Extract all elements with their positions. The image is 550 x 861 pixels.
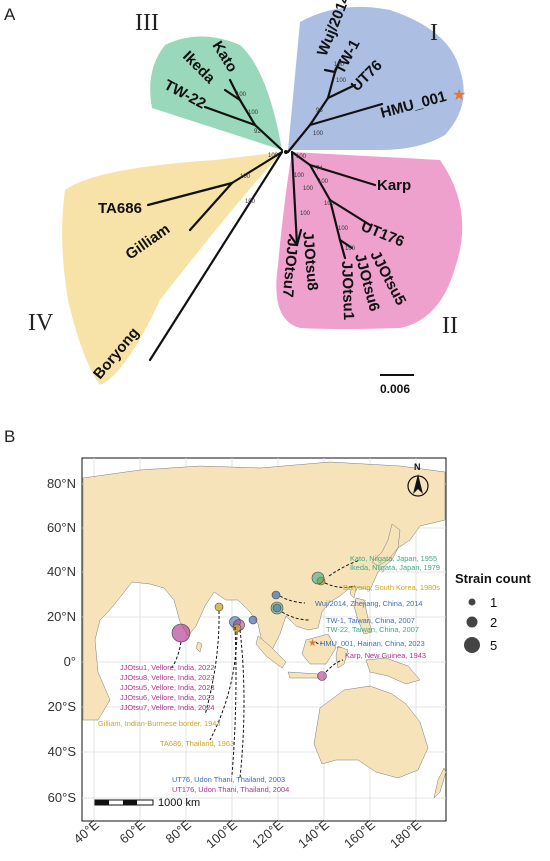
annotation-karp: Karp, New Guinea, 1943 bbox=[345, 651, 426, 660]
annotation-tw1: TW-1, Taiwan, China, 2007 bbox=[326, 616, 415, 625]
annotation-ut76: UT76, Udon Thani, Thailand, 2003 bbox=[172, 775, 285, 784]
map-annotations: Kato, Niigata, Japan, 1955 Ikeda, Niigat… bbox=[98, 554, 440, 794]
clade-iv-background bbox=[62, 152, 282, 385]
svg-text:100: 100 bbox=[334, 62, 345, 68]
annotation-kato: Kato, Niigata, Japan, 1955 bbox=[350, 554, 437, 563]
clade-i-background bbox=[288, 6, 464, 150]
panel-b-letter: B bbox=[4, 427, 15, 446]
svg-text:80°N: 80°N bbox=[47, 476, 76, 491]
annotation-hmu001: HMU_001, Hainan, China, 2023 bbox=[320, 639, 425, 648]
north-arrow: N bbox=[407, 462, 429, 497]
point-hmu001-star-icon: ★ bbox=[308, 638, 317, 649]
leaf-jjotsu8: JJOtsu8 bbox=[299, 231, 321, 291]
svg-text:40°S: 40°S bbox=[48, 744, 77, 759]
legend-title: Strain count bbox=[455, 571, 532, 586]
clade-iii-background bbox=[150, 36, 282, 150]
svg-text:100: 100 bbox=[245, 199, 256, 205]
svg-text:180°E: 180°E bbox=[387, 817, 424, 852]
clade-ii-label: II bbox=[442, 313, 458, 339]
legend-label-5: 5 bbox=[490, 638, 497, 653]
svg-text:100°E: 100°E bbox=[203, 817, 240, 852]
svg-text:40°N: 40°N bbox=[47, 564, 76, 579]
clade-iv-label: IV bbox=[28, 310, 54, 336]
leaf-jjotsu1: JJOtsu1 bbox=[338, 261, 357, 321]
annotation-jjotsu1: JJOtsu1, Vellore, India, 2022 bbox=[120, 663, 215, 672]
panel-a: A I III IV II bbox=[4, 0, 466, 396]
legend-label-2: 2 bbox=[490, 615, 497, 630]
svg-text:100: 100 bbox=[240, 174, 251, 180]
leaf-karp: Karp bbox=[377, 177, 411, 194]
bootstrap-values: 100 100 98 100 100 100 92 100 100 100 10… bbox=[236, 62, 356, 252]
svg-text:140°E: 140°E bbox=[295, 817, 332, 852]
svg-text:20°N: 20°N bbox=[47, 609, 76, 624]
svg-text:100: 100 bbox=[313, 131, 324, 137]
legend-label-1: 1 bbox=[490, 595, 497, 610]
map-scale-bar: 1000 km bbox=[94, 797, 200, 809]
leaf-ta686: TA686 bbox=[98, 200, 142, 217]
map-scale-label: 1000 km bbox=[158, 797, 200, 809]
annotation-ikeda: Ikeda, Niigata, Japan, 1979 bbox=[350, 563, 440, 572]
svg-text:100: 100 bbox=[294, 173, 305, 179]
svg-text:92: 92 bbox=[254, 129, 261, 135]
hmu001-star-icon: ★ bbox=[452, 87, 466, 104]
svg-text:100: 100 bbox=[268, 153, 279, 159]
svg-text:74: 74 bbox=[316, 166, 323, 172]
annotation-jjotsu5: JJOtsu5, Vellore, India, 2023 bbox=[120, 683, 215, 692]
svg-text:100: 100 bbox=[324, 201, 335, 207]
legend-marker-1 bbox=[468, 598, 476, 606]
annotation-wuj2014: Wuj/2014, Zhejiang, China, 2014 bbox=[315, 599, 423, 608]
panel-b: B bbox=[4, 427, 532, 851]
clade-i-label: I bbox=[430, 20, 438, 46]
annotation-jjotsu7: JJOtsu7, Vellore, India, 2024 bbox=[120, 703, 215, 712]
point-gilliam bbox=[214, 602, 224, 612]
leaf-jjotsu7: JJOtsu7 bbox=[279, 238, 301, 298]
point-niigata bbox=[311, 571, 325, 585]
latitude-labels: 80°N 60°N 40°N 20°N 0° 20°S 40°S 60°S bbox=[47, 476, 76, 805]
svg-text:120°E: 120°E bbox=[249, 817, 286, 852]
svg-text:100: 100 bbox=[248, 110, 259, 116]
svg-text:100: 100 bbox=[303, 186, 314, 192]
annotation-jjotsu6: JJOtsu6, Vellore, India, 2023 bbox=[120, 693, 215, 702]
tree-scale-label: 0.006 bbox=[380, 382, 410, 396]
annotation-boryong: Boryong, South Korea, 1980s bbox=[343, 583, 440, 592]
svg-text:60°S: 60°S bbox=[48, 790, 77, 805]
annotation-ta686: TA686, Thailand, 1963 bbox=[160, 739, 234, 748]
svg-text:98: 98 bbox=[316, 108, 323, 114]
legend-marker-2 bbox=[466, 616, 478, 628]
strain-points: ★ bbox=[171, 571, 327, 681]
tree-branches bbox=[146, 58, 384, 362]
svg-text:100: 100 bbox=[345, 246, 356, 252]
legend-marker-5 bbox=[464, 637, 480, 653]
longitude-labels: 40°E 60°E 80°E 100°E 120°E 140°E 160°E 1… bbox=[71, 817, 425, 852]
svg-text:100: 100 bbox=[236, 92, 247, 98]
tree-root bbox=[284, 150, 288, 154]
svg-text:100: 100 bbox=[300, 211, 311, 217]
svg-text:100: 100 bbox=[338, 226, 349, 232]
annotation-gilliam: Gilliam, Indian-Burmese border, 1943 bbox=[98, 719, 220, 728]
clade-ii-background bbox=[276, 152, 463, 329]
point-hainan-area bbox=[248, 615, 258, 625]
leader-lines bbox=[169, 559, 361, 779]
point-zhejiang bbox=[271, 590, 281, 600]
annotation-ut176: UT176, Udon Thani, Thailand, 2004 bbox=[172, 785, 289, 794]
svg-text:0°: 0° bbox=[64, 654, 76, 669]
map-land bbox=[82, 461, 447, 799]
svg-text:160°E: 160°E bbox=[341, 817, 378, 852]
point-new-guinea bbox=[317, 671, 327, 681]
strain-count-legend: Strain count 1 2 5 bbox=[455, 571, 532, 653]
svg-text:60°N: 60°N bbox=[47, 520, 76, 535]
annotation-jjotsu8: JJOtsu8, Vellore, India, 2023 bbox=[120, 673, 215, 682]
panel-a-letter: A bbox=[4, 5, 16, 24]
svg-text:100: 100 bbox=[318, 179, 329, 185]
svg-text:100: 100 bbox=[296, 154, 307, 160]
svg-text:20°S: 20°S bbox=[48, 699, 77, 714]
point-vellore-india bbox=[171, 623, 191, 643]
svg-text:100: 100 bbox=[336, 78, 347, 84]
annotation-tw22: TW-22, Taiwan, China, 2007 bbox=[326, 625, 419, 634]
clade-iii-label: III bbox=[135, 10, 159, 36]
point-taiwan-2 bbox=[272, 603, 282, 613]
north-label: N bbox=[414, 462, 421, 472]
